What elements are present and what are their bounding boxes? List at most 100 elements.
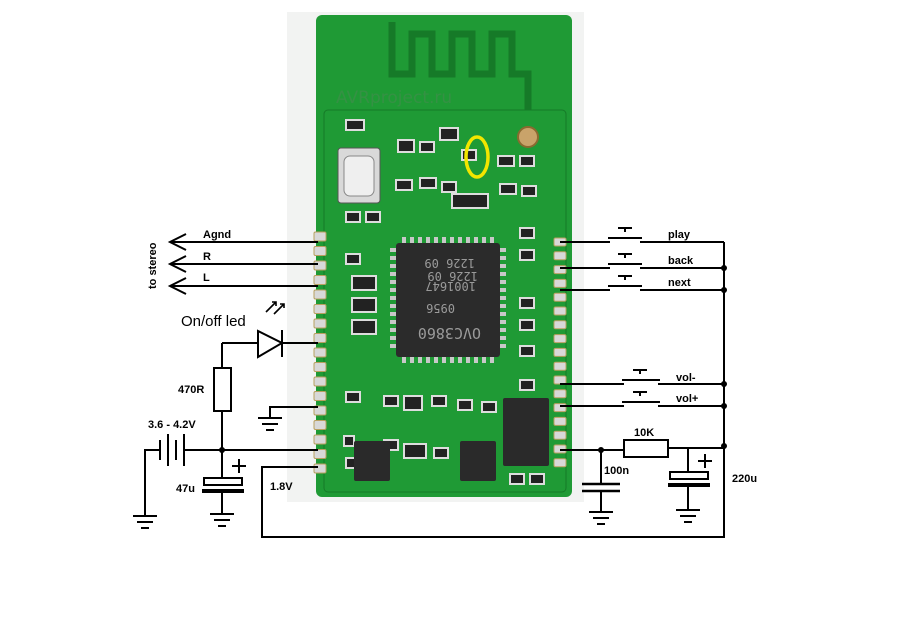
chip-pin (426, 357, 430, 363)
v18-loop: 1.8V (261, 446, 725, 538)
left-pad (313, 260, 327, 271)
right-pad (553, 334, 567, 344)
chip-pin (390, 272, 396, 276)
left-pad (313, 420, 327, 430)
smd-part (345, 253, 361, 265)
right-pad (553, 389, 567, 399)
vol-minus-switch-icon (622, 369, 660, 381)
led-diode-icon (257, 329, 285, 359)
left-pad (313, 318, 327, 329)
smd-part (419, 141, 435, 153)
left-pad (313, 463, 327, 474)
chip-pin (390, 328, 396, 332)
chip-pin (434, 357, 438, 363)
right-pad (553, 306, 567, 316)
on-off-led-label: On/off led (181, 313, 246, 330)
smd-part (461, 149, 477, 161)
chip-pin (434, 237, 438, 243)
l-arrow-icon (167, 277, 187, 295)
chip-pin (402, 357, 406, 363)
capacitor-220u-plate (669, 471, 709, 480)
play-switch-icon (608, 227, 642, 239)
smd-part (397, 139, 415, 153)
right-pad (553, 403, 567, 413)
left-pad (313, 275, 327, 285)
chip-pin (402, 237, 406, 243)
chip-text-1: 1226 09 (427, 269, 478, 283)
chip-pin (450, 357, 454, 363)
smd-part (351, 319, 377, 335)
button-circuit: play back next vol- vol+ (560, 227, 727, 446)
chip-pin (410, 237, 414, 243)
chip-pin (482, 357, 486, 363)
back-label: back (668, 255, 694, 267)
r-arrow-icon (167, 255, 187, 273)
right-pad (553, 430, 567, 440)
resistor-10k-icon (623, 439, 669, 458)
resistor-470r-icon (213, 367, 232, 412)
chip-pin (474, 357, 478, 363)
smd-part (441, 181, 457, 193)
left-pad (313, 304, 327, 314)
left-pad (313, 333, 327, 343)
left-edge-pads (313, 231, 327, 474)
led-light-arrow-icon-2 (273, 303, 285, 315)
left-pad (313, 362, 327, 372)
left-pad (313, 289, 327, 300)
chip-pin (490, 237, 494, 243)
left-pad (313, 347, 327, 358)
antenna-trace (388, 22, 532, 130)
right-pad (553, 416, 567, 426)
left-pad (313, 231, 327, 242)
voltage-label: 3.6 - 4.2V (148, 419, 196, 431)
chip-pin (390, 256, 396, 260)
chip-pin (390, 296, 396, 300)
chip-pin (500, 272, 506, 276)
l-label: L (203, 272, 210, 284)
chip-pin (500, 336, 506, 340)
chip-pin (500, 296, 506, 300)
right-pad (553, 347, 567, 357)
smd-part (497, 155, 515, 167)
smd-part (521, 185, 537, 197)
capacitor-47u-plate (203, 477, 243, 486)
chip-pin (390, 336, 396, 340)
chip-pin (390, 248, 396, 252)
c220u-label: 220u (732, 473, 757, 485)
chip-pin (482, 237, 486, 243)
right-pad (553, 375, 567, 385)
smd-part (439, 127, 459, 141)
next-label: next (668, 277, 691, 289)
chip-pin (442, 357, 446, 363)
smd-part (403, 395, 423, 411)
smd-part (419, 177, 437, 189)
smd-part (519, 319, 535, 331)
ground-symbol-pad (258, 406, 318, 431)
vol-minus-label: vol- (676, 372, 696, 384)
smd-part (519, 227, 535, 239)
bluetooth-module-board: AVRproject.ru 1226 09 1226 09 1001647 09… (313, 15, 572, 497)
highlight-ellipse (464, 135, 490, 179)
chip-pin (500, 304, 506, 308)
chip-pin (390, 288, 396, 292)
chip-pin (500, 288, 506, 292)
vol-plus-label: vol+ (676, 393, 698, 405)
right-pad (553, 292, 567, 302)
agnd-arrow-icon (167, 233, 187, 251)
cap-47u-plus-icon (232, 459, 246, 473)
regulator-chip-2 (460, 441, 496, 481)
smd-part (345, 119, 365, 131)
chip-pin (474, 237, 478, 243)
agnd-label: Agnd (203, 229, 231, 241)
chip-pin (458, 237, 462, 243)
chip-pin (500, 248, 506, 252)
flash-chip (503, 398, 549, 466)
crystal-can (343, 155, 375, 197)
play-label: play (668, 229, 691, 241)
chip-pin (390, 264, 396, 268)
chip-pin (500, 328, 506, 332)
vol-plus-switch-icon (622, 391, 660, 403)
chip-pin (458, 357, 462, 363)
chip-pin (390, 304, 396, 308)
